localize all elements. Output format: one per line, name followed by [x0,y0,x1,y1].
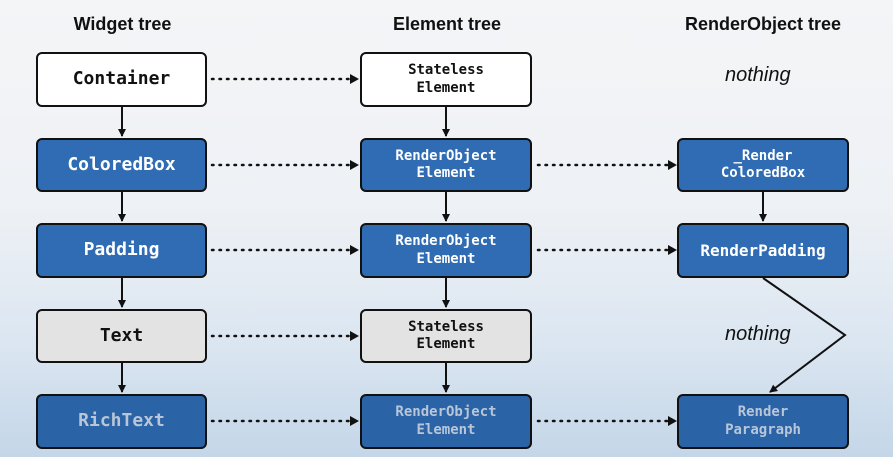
render-nothing-2: nothing [725,323,791,345]
render-paragraph-line2: Paragraph [725,421,801,438]
dotted-arrowhead-7 [668,245,677,255]
render-coloredbox-line1: _Render [733,147,793,164]
widget-coloredbox: ColoredBox [36,138,207,192]
render-coloredbox-line2: ColoredBox [720,165,806,181]
render-padding: RenderPadding [677,223,849,278]
render-nothing-1: nothing [725,64,791,86]
widget-container: Container [36,52,207,107]
dotted-arrowhead-6 [668,160,677,170]
element-stateless-2-line1: Stateless [408,318,484,335]
dotted-arrowhead-5 [350,416,359,426]
dotted-arrowhead-2 [350,160,359,170]
dotted-arrowhead-3 [350,245,359,255]
dotted-arrowhead-8 [668,416,677,426]
element-stateless-2-line2: Element [416,336,476,352]
element-renderobject-2-line2: Element [416,250,476,267]
widget-padding: Padding [36,223,207,278]
dotted-arrowhead-4 [350,331,359,341]
element-tree-heading: Element tree [392,14,502,34]
element-renderobject-1-line1: RenderObject [395,147,497,164]
renderobject-tree-heading: RenderObject tree [684,14,842,34]
widget-tree-heading: Widget tree [73,14,172,34]
render-arrow-skip [762,277,847,393]
element-renderobject-3-line1: RenderObject [395,404,497,420]
widget-richtext: RichText [36,394,207,449]
element-stateless-1-line1: Stateless [408,62,484,78]
widget-text: Text [36,309,207,363]
render-paragraph-line1: Render [737,404,789,420]
dotted-arrowhead-1 [350,74,359,84]
element-renderobject-2-line1: RenderObject [395,233,497,249]
element-renderobject-3-line2: Element [416,421,476,438]
element-stateless-1-line2: Element [416,79,476,96]
element-renderobject-1-line2: Element [416,165,476,181]
